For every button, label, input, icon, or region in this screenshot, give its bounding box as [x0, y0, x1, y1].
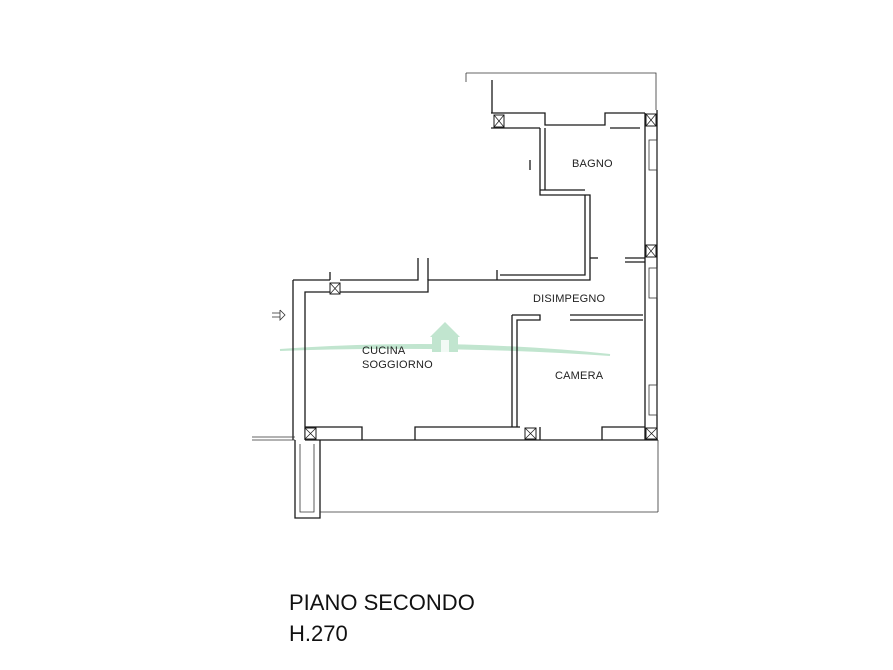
room-label-cucina: CUCINA [362, 345, 406, 357]
interior-walls [511, 257, 645, 427]
column [645, 113, 657, 127]
exterior-walls [292, 110, 658, 441]
floor-height: H.270 [289, 621, 348, 646]
room-label-camera: CAMERA [555, 370, 604, 382]
room-label-bagno: BAGNO [572, 158, 613, 170]
entrance-arrow-icon [272, 309, 286, 321]
column [493, 114, 505, 128]
column [304, 427, 317, 440]
watermark-house-icon [279, 322, 611, 356]
column [645, 427, 658, 440]
column [645, 244, 657, 258]
column [329, 282, 341, 295]
room-label-disimpegno: DISIMPEGNO [533, 293, 606, 305]
floor-title: PIANO SECONDO [289, 590, 475, 615]
structural-columns [304, 113, 658, 440]
balcony-top [465, 72, 657, 113]
column [524, 427, 537, 440]
room-label-soggiorno: SOGGIORNO [362, 359, 433, 371]
balcony-bottom [252, 436, 659, 519]
